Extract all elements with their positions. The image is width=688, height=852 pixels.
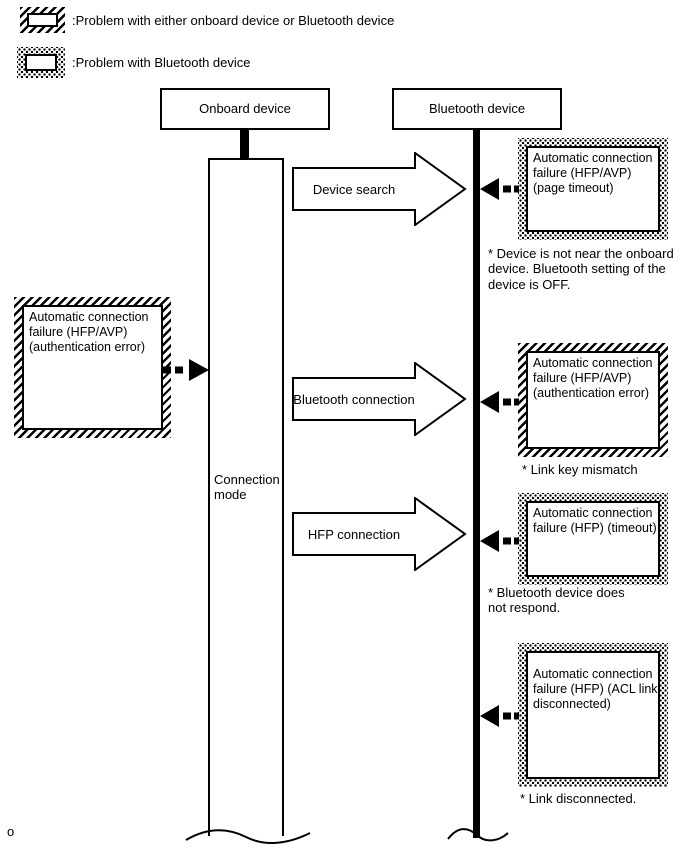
legend-hatched-swatch-icon: [20, 7, 65, 33]
onboard-lifeline-break-icon: [184, 824, 312, 852]
dashed-arrow-left-icon: [479, 529, 519, 558]
legend-hatched-swatch-inner: [27, 13, 58, 27]
legend-dotted-swatch-icon: [17, 47, 65, 78]
device-search-label: Device search: [312, 181, 396, 197]
note-link-key-mismatch: * Link key mismatch: [522, 462, 638, 477]
page-footnote-mark: o: [7, 824, 15, 839]
connection-mode-label: Connection mode: [214, 472, 280, 503]
onboard-device-header: Onboard device: [160, 88, 330, 130]
failure-box-left-authentication-error: Automatic connection failure (HFP/AVP) (…: [14, 297, 171, 438]
legend-label-bluetooth-device: :Problem with Bluetooth device: [72, 55, 251, 70]
bluetooth-device-label: Bluetooth device: [428, 101, 526, 117]
device-search-arrow-icon: Device search: [292, 151, 467, 227]
hfp-connection-arrow-icon: HFP connection: [292, 496, 467, 572]
dashed-arrow-left-icon: [479, 390, 519, 419]
legend-dotted-swatch-inner: [25, 54, 57, 71]
onboard-lifeline-connector: [240, 130, 249, 158]
failure-box-hfp-timeout: Automatic connection failure (HFP) (time…: [518, 493, 668, 585]
note-device-not-respond: * Bluetooth device does not respond.: [488, 585, 625, 616]
bluetooth-lifeline: [473, 130, 480, 838]
hfp-connection-label: HFP connection: [307, 526, 401, 542]
bluetooth-device-header: Bluetooth device: [392, 88, 562, 130]
failure-box-acl-link-disconnected: Automatic connection failure (HFP) (ACL …: [518, 643, 668, 787]
dashed-arrow-left-icon: [479, 177, 519, 206]
legend-label-either-device: :Problem with either onboard device or B…: [72, 13, 395, 28]
onboard-activation-bar: [208, 158, 284, 836]
bluetooth-lifeline-break-icon: [446, 822, 510, 852]
note-link-disconnected: * Link disconnected.: [520, 791, 637, 806]
failure-box-page-timeout: Automatic connection failure (HFP/AVP) (…: [518, 138, 668, 240]
failure-box-authentication-error: Automatic connection failure (HFP/AVP) (…: [518, 343, 668, 457]
note-device-not-near: * Device is not near the onboard device.…: [488, 246, 674, 292]
bluetooth-connection-arrow-icon: Bluetooth connection: [292, 361, 467, 437]
dashed-arrow-left-icon: [479, 704, 519, 733]
dashed-arrow-right-icon: [162, 358, 210, 387]
bluetooth-connection-label: Bluetooth connection: [293, 391, 415, 407]
onboard-device-label: Onboard device: [199, 101, 291, 117]
